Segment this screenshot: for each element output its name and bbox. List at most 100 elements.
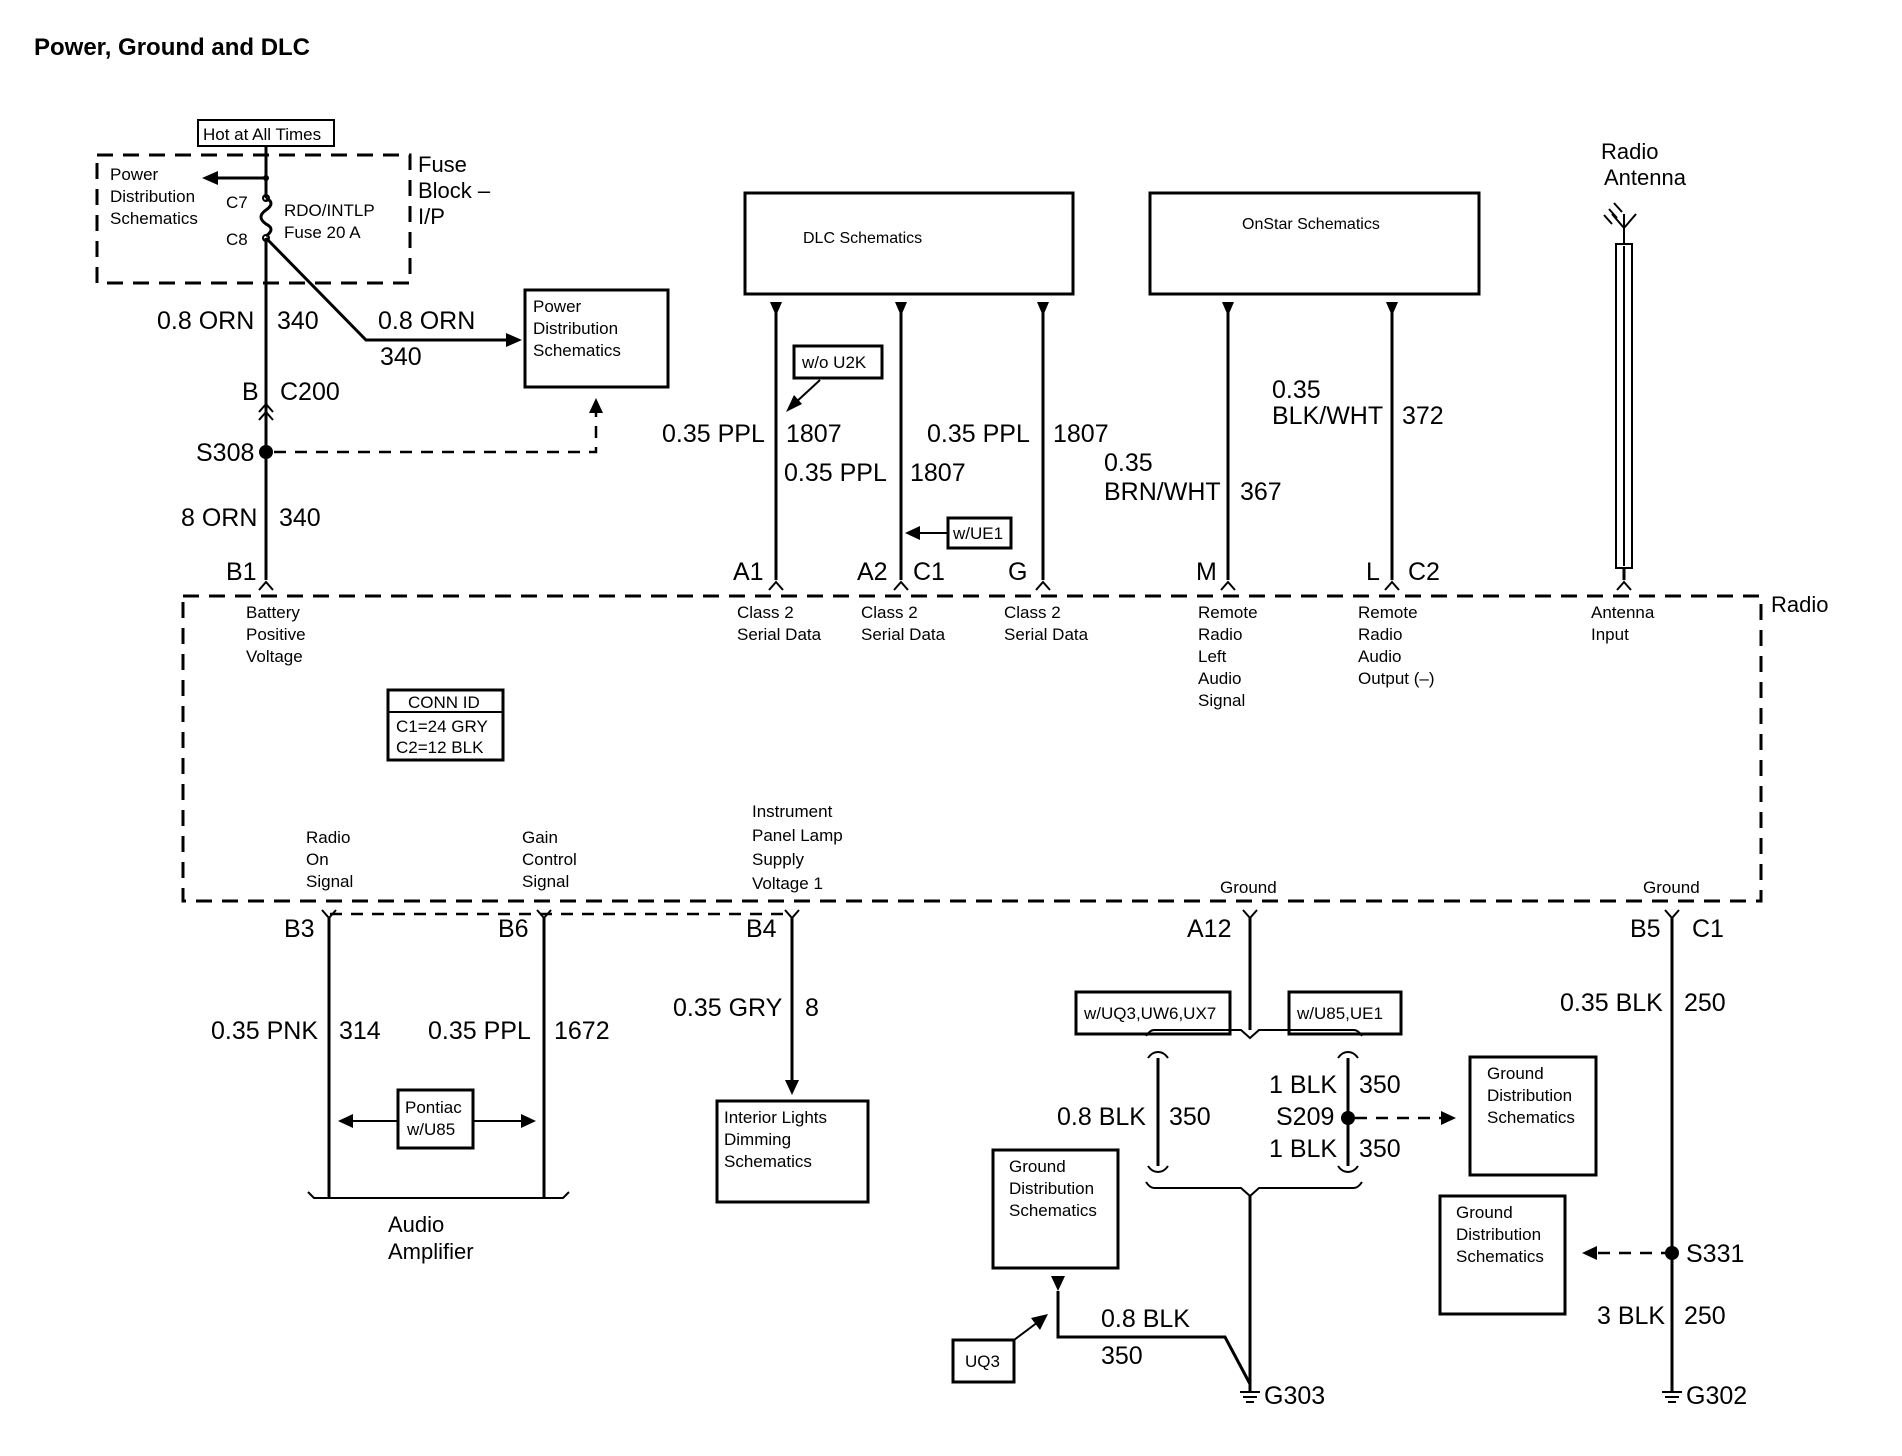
audio-amp-label-2: Amplifier — [388, 1239, 474, 1264]
pin-m-desc-2: Radio — [1198, 625, 1242, 644]
pin-a12: A12 — [1187, 915, 1231, 943]
splice-s209-icon — [1341, 1111, 1355, 1125]
wire-1807b-circuit: 1807 — [910, 459, 966, 487]
splice-s331-icon — [1665, 1246, 1679, 1260]
power-dist-box-3: Schematics — [533, 341, 621, 360]
pin-g: G — [1008, 558, 1027, 586]
splice-s308-icon — [259, 445, 273, 459]
ground-dist-s209-1: Ground — [1487, 1064, 1544, 1083]
pin-b3: B3 — [284, 915, 315, 943]
pin-b5: B5 — [1630, 915, 1661, 943]
pin-m-desc-3: Left — [1198, 647, 1227, 666]
conn-id-box — [386, 688, 505, 762]
wire-350b-gauge: 1 BLK — [1269, 1071, 1337, 1099]
splice-s209: S209 — [1276, 1103, 1334, 1131]
wire-1807c-gauge: 0.35 PPL — [927, 420, 1030, 448]
interior-lights-label-2: Dimming — [724, 1130, 791, 1149]
ground-dist-s331-2: Distribution — [1456, 1225, 1541, 1244]
wire-367-circuit: 367 — [1240, 478, 1282, 506]
pin-m: M — [1196, 558, 1217, 586]
pin-l-desc-3: Audio — [1358, 647, 1401, 666]
wire-314-gauge: 0.35 PNK — [211, 1017, 318, 1045]
wire-340c-circuit: 340 — [279, 504, 321, 532]
pontiac-box — [396, 1088, 475, 1150]
pin-b4-desc-3: Supply — [752, 850, 804, 869]
option-w-ue1: w/UE1 — [952, 524, 1003, 543]
option-uq3-box — [951, 1338, 1016, 1384]
antenna-label-1: Radio — [1601, 139, 1658, 164]
pin-l-desc-2: Radio — [1358, 625, 1402, 644]
option-w-ue1-box — [946, 516, 1013, 550]
pin-b4-desc-2: Panel Lamp — [752, 826, 843, 845]
onstar-schematics-box — [1148, 191, 1481, 296]
pin-m-desc-1: Remote — [1198, 603, 1258, 622]
pin-b1-desc-2: Positive — [246, 625, 306, 644]
pin-m-desc-4: Audio — [1198, 669, 1241, 688]
wire-372-gauge-1: 0.35 — [1272, 376, 1321, 404]
pin-c2: C2 — [1408, 558, 1440, 586]
pin-b1: B1 — [226, 558, 257, 586]
option-wo-u2k: w/o U2K — [801, 353, 867, 372]
ground-g303: G303 — [1264, 1382, 1325, 1410]
option-bracket-top — [1145, 1029, 1363, 1040]
ground-dist-uq3-3: Schematics — [1009, 1201, 1097, 1220]
ground-dist-s209-3: Schematics — [1487, 1108, 1575, 1127]
power-dist-ref-1: Power — [110, 165, 159, 184]
ground-dist-box-s209 — [1468, 1055, 1598, 1177]
fuse-c8: C8 — [226, 230, 248, 249]
fuse-block-label-2: Block – — [418, 178, 491, 203]
wire-250a-circuit: 250 — [1684, 989, 1726, 1017]
pontiac-label-2: w/U85 — [406, 1120, 455, 1139]
ground-dist-s209-2: Distribution — [1487, 1086, 1572, 1105]
fuse-name: RDO/INTLP — [284, 201, 375, 220]
wire-1672-gauge: 0.35 PPL — [428, 1017, 531, 1045]
interior-lights-label-1: Interior Lights — [724, 1108, 827, 1127]
arrow-right-icon — [1441, 1111, 1456, 1125]
pin-ant-desc-1: Antenna — [1591, 603, 1655, 622]
wire-1807b-gauge: 0.35 PPL — [784, 459, 887, 487]
fuse-block-label-3: I/P — [418, 204, 445, 229]
pin-b4-desc-4: Voltage 1 — [752, 874, 823, 893]
wire-367-gauge-1: 0.35 — [1104, 449, 1153, 477]
interior-lights-label-3: Schematics — [724, 1152, 812, 1171]
connector-c200-icon — [258, 402, 274, 421]
wire-8-circuit: 8 — [805, 994, 819, 1022]
antenna-icon — [1603, 202, 1637, 244]
wire-340a-circuit: 340 — [277, 307, 319, 335]
fuse-block-outline — [95, 153, 412, 285]
power-dist-ref-2: Distribution — [110, 187, 195, 206]
pin-b4: B4 — [746, 915, 777, 943]
dlc-schematics-box — [743, 191, 1075, 296]
wire-367-gauge-2: BRN/WHT — [1104, 478, 1221, 506]
fuse-rating: Fuse 20 A — [284, 223, 361, 242]
option-u85-ue1: w/U85,UE1 — [1296, 1004, 1383, 1023]
wire-340c-gauge: 8 ORN — [181, 504, 257, 532]
pin-l-desc-1: Remote — [1358, 603, 1418, 622]
pin-a2: A2 — [857, 558, 888, 586]
wire-8-gauge: 0.35 GRY — [673, 994, 783, 1022]
wire-340b-gauge: 0.8 ORN — [378, 307, 475, 335]
wire-340a-gauge: 0.8 ORN — [157, 307, 254, 335]
conn-id-title: CONN ID — [408, 693, 480, 712]
pin-m-desc-5: Signal — [1198, 691, 1245, 710]
ground-dist-box-uq3 — [991, 1148, 1120, 1270]
conn-id-c2: C2=12 BLK — [396, 738, 484, 757]
option-uq3: UQ3 — [965, 1352, 1000, 1371]
arrow-left-icon — [1582, 1246, 1597, 1260]
pin-l-desc-4: Output (–) — [1358, 669, 1435, 688]
wire-1672-circuit: 1672 — [554, 1017, 610, 1045]
pin-b3-desc-2: On — [306, 850, 329, 869]
option-wo-u2k-box — [792, 344, 884, 380]
pin-b4-desc-1: Instrument — [752, 802, 833, 821]
antenna-label-2: Antenna — [1604, 165, 1687, 190]
wire-340b-circuit: 340 — [380, 343, 422, 371]
ground-dist-box-s331 — [1438, 1194, 1567, 1316]
wire-350a-gauge: 0.8 BLK — [1057, 1103, 1146, 1131]
wire-350c-circuit: 350 — [1359, 1135, 1401, 1163]
wire-314-circuit: 314 — [339, 1017, 381, 1045]
wire-1807a-circuit: 1807 — [786, 420, 842, 448]
ground-g302-icon — [1662, 1384, 1682, 1403]
ground-dist-s331-1: Ground — [1456, 1203, 1513, 1222]
option-uq3-uw6-box — [1074, 990, 1232, 1036]
pin-b3-desc-1: Radio — [306, 828, 350, 847]
